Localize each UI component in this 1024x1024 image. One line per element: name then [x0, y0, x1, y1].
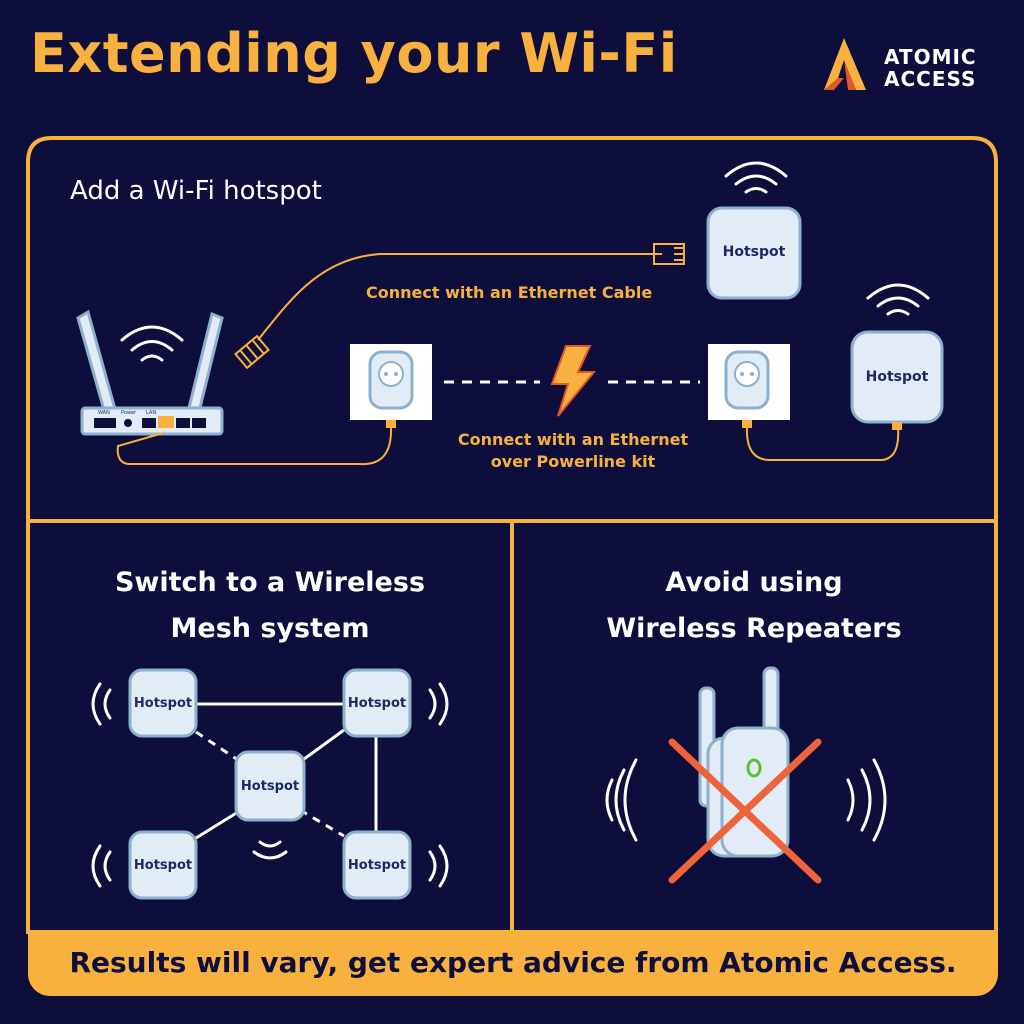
- mesh-title-line1: Switch to a Wireless: [114, 567, 426, 598]
- mesh-node-top-right: [342, 668, 412, 738]
- cross-out-icon: [668, 738, 822, 884]
- footer-text: Results will vary, get expert advice fro…: [69, 946, 957, 979]
- repeater-title-line2: Wireless Repeaters: [606, 613, 902, 644]
- wireless-repeater-icon: [698, 666, 790, 858]
- mesh-node-bottom-right: [342, 830, 412, 900]
- router-wifi-icon: [120, 325, 184, 362]
- hotspot-right-wifi-icon: [866, 283, 930, 316]
- atomic-access-logo-icon: [824, 38, 866, 90]
- mesh-node-bottom-left: [128, 830, 198, 900]
- powerline-adapter-right-icon: [708, 344, 790, 428]
- powerline-label-line2: over Powerline kit: [490, 452, 656, 471]
- powerline-adapter-left-icon: [350, 344, 432, 428]
- router-port-power: Power: [121, 410, 137, 416]
- router-icon: [76, 309, 224, 436]
- hotspot-right-label: Hotspot: [865, 369, 929, 385]
- hotspot-top-label: Hotspot: [722, 244, 786, 260]
- router-to-adapter-cable: [116, 427, 393, 466]
- page-title: Extending your Wi-Fi: [30, 22, 678, 85]
- panel-frame: [26, 136, 998, 934]
- mesh-links: [195, 702, 378, 840]
- router-port-wan: WAN: [98, 410, 110, 416]
- hotspot-top-wifi-icon: [724, 161, 788, 194]
- lightning-bolt-icon: [550, 345, 597, 417]
- mesh-signal-icons: [91, 682, 449, 888]
- brand-logo: ATOMIC ACCESS: [822, 38, 1002, 98]
- ethernet-plug-left-icon: [234, 334, 270, 370]
- logo-line2: ACCESS: [884, 67, 977, 91]
- ethernet-plug-right-icon: [653, 243, 685, 265]
- mesh-node-top-left: [128, 668, 198, 738]
- hotspot-section-title: Add a Wi-Fi hotspot: [70, 176, 322, 206]
- mesh-node-center: [234, 750, 306, 822]
- repeater-section-title: Avoid using Wireless Repeaters: [512, 560, 996, 652]
- powerline-label-line1: Connect with an Ethernet: [457, 430, 689, 449]
- mesh-node-top-right-label: Hotspot: [347, 696, 407, 711]
- repeater-signal-icons: [605, 758, 887, 842]
- powerline-label: Connect with an Ethernet over Powerline …: [420, 429, 726, 473]
- mesh-title-line2: Mesh system: [170, 613, 370, 644]
- mesh-node-top-left-label: Hotspot: [133, 696, 193, 711]
- mesh-node-bottom-left-label: Hotspot: [133, 858, 193, 873]
- mesh-section-title: Switch to a Wireless Mesh system: [28, 560, 512, 652]
- footer-banner: Results will vary, get expert advice fro…: [28, 932, 998, 996]
- logo-wordmark: ATOMIC ACCESS: [884, 46, 977, 90]
- mesh-node-bottom-right-label: Hotspot: [347, 858, 407, 873]
- hotspot-top-device: [706, 206, 802, 300]
- mesh-node-center-label: Hotspot: [240, 779, 300, 794]
- repeater-title-line1: Avoid using: [665, 567, 843, 598]
- logo-line1: ATOMIC: [884, 45, 977, 69]
- ethernet-cable: [257, 253, 662, 341]
- router-port-lan: LAN: [146, 410, 157, 416]
- adapter-to-hotspot-cable: [745, 427, 900, 461]
- ethernet-cable-label: Connect with an Ethernet Cable: [366, 283, 653, 302]
